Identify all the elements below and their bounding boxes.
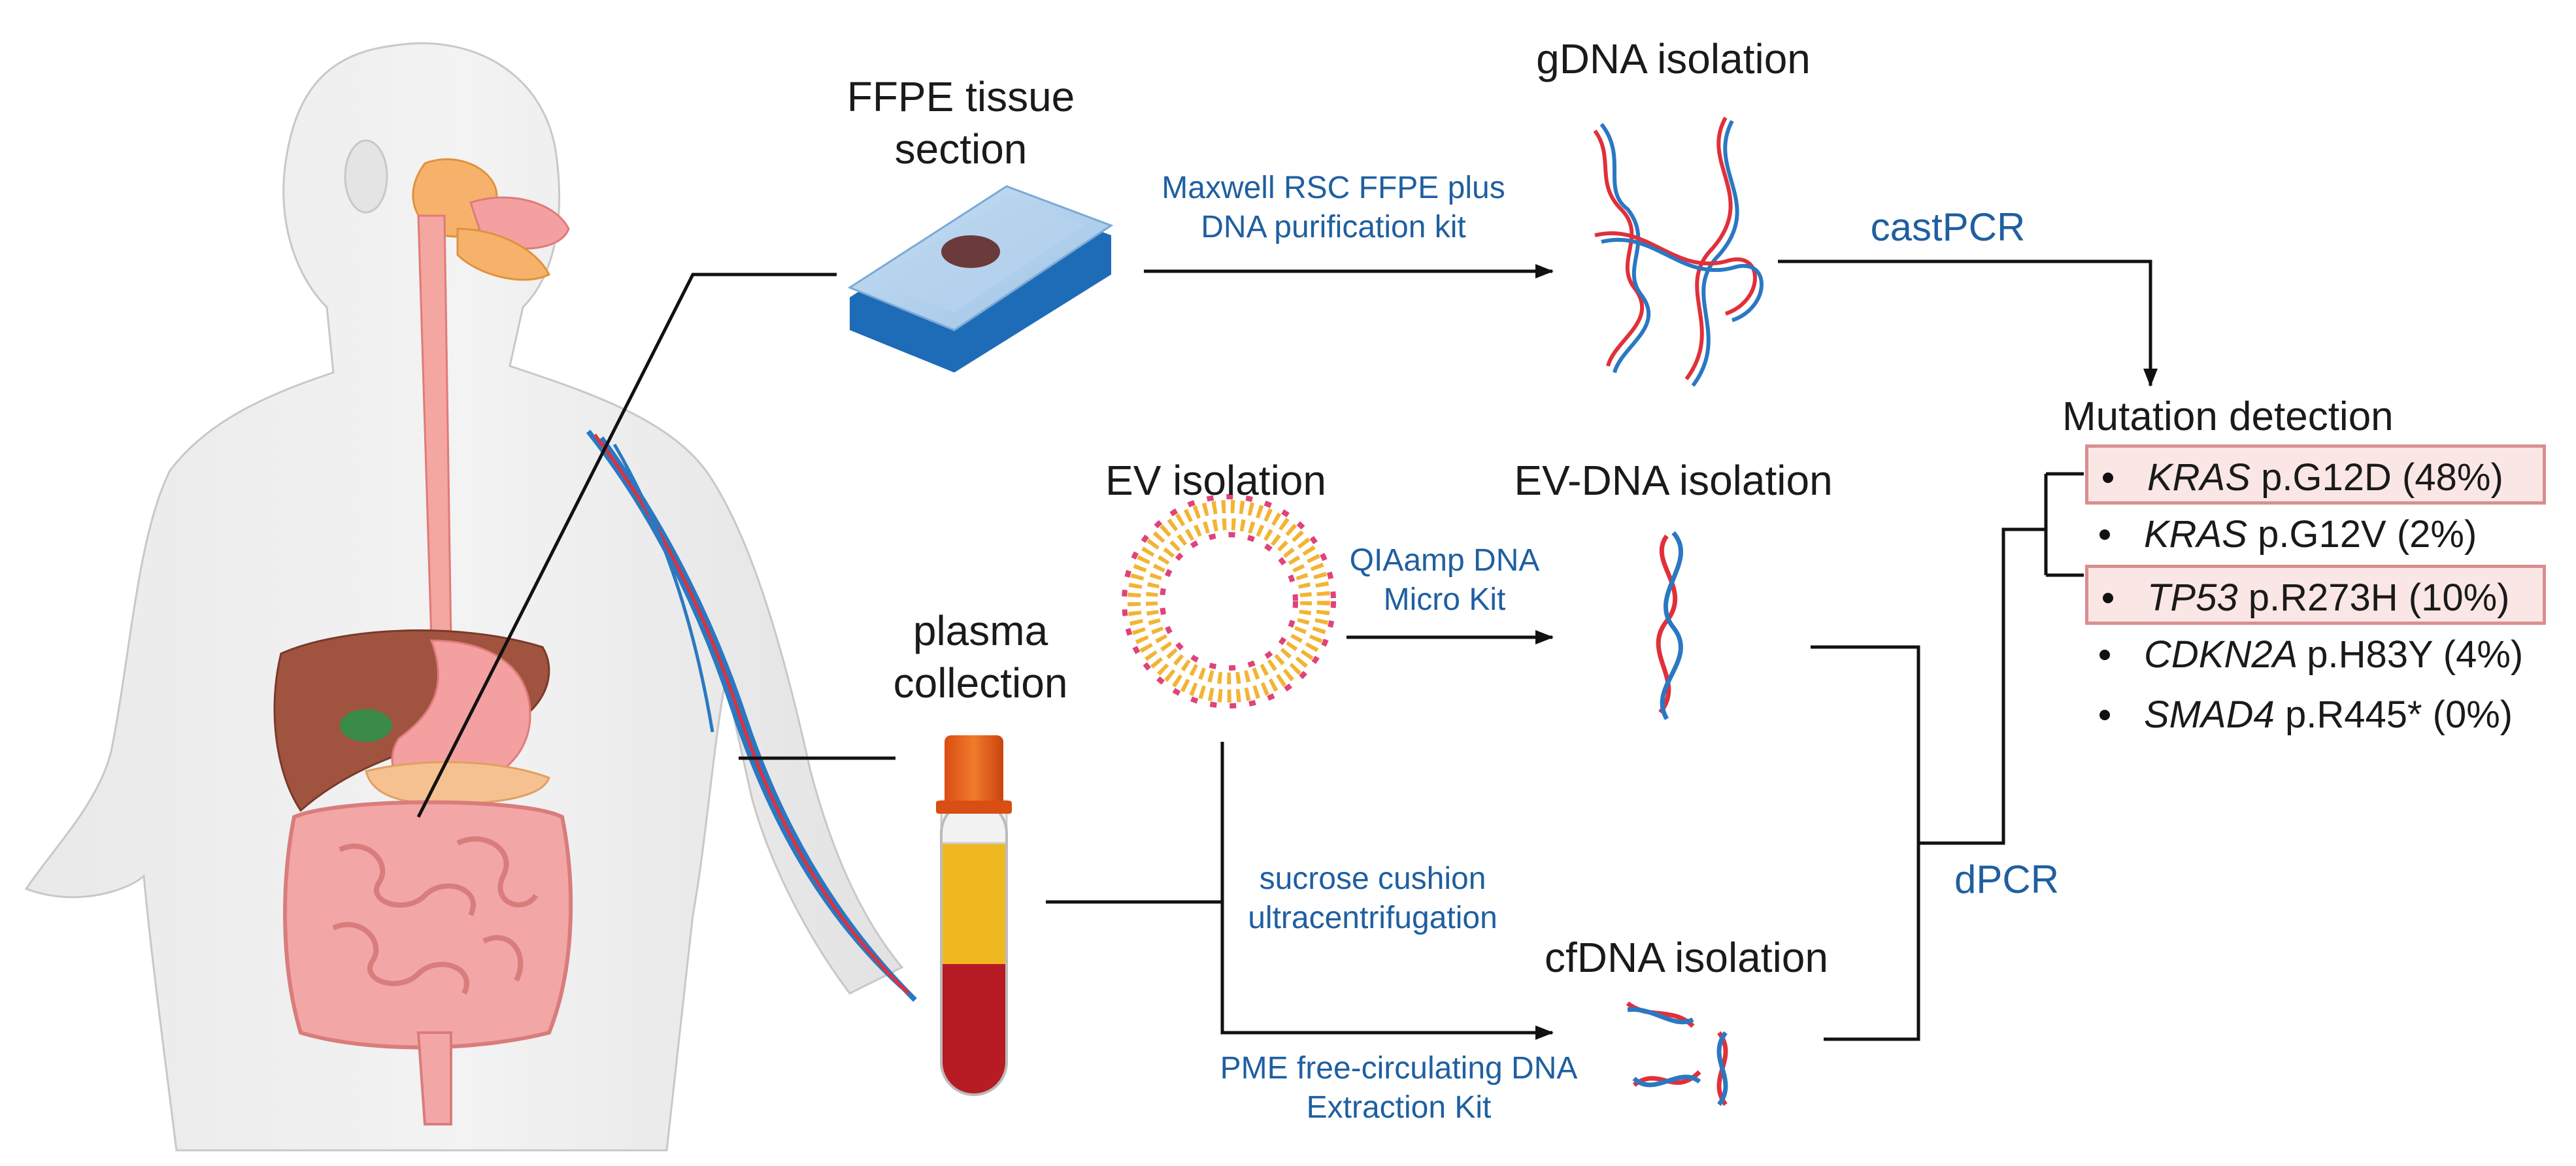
qiaamp-line2: Micro Kit — [1383, 582, 1506, 617]
human-anatomy-illustration — [24, 42, 917, 1152]
mutation-item-smad4-r445: SMAD4 p.R445* (0%) — [2085, 685, 2546, 745]
sucrose-method-label: sucrose cushion ultracentrifugation — [1222, 859, 1523, 938]
ffpe-label-line1: FFPE tissue — [846, 73, 1075, 120]
ffpe-slide-illustration — [847, 185, 1114, 373]
evdna-strand — [1656, 531, 1684, 720]
gdna-strands — [1593, 116, 1764, 387]
bullet-icon — [2099, 710, 2110, 720]
mutation-gene: KRAS — [2147, 456, 2262, 499]
ev-vesicle-illustration — [1122, 494, 1336, 708]
mutation-item-kras-g12v: KRAS p.G12V (2%) — [2085, 505, 2546, 565]
maxwell-line2: DNA purification kit — [1201, 210, 1466, 244]
connector-lines — [416, 259, 2158, 1041]
plasma-label-line1: plasma — [912, 607, 1048, 654]
pme-line2: Extraction Kit — [1306, 1090, 1492, 1125]
mutation-gene: KRAS — [2144, 513, 2258, 556]
mutation-change: p.R445* (0%) — [2284, 693, 2513, 736]
ffpe-label: FFPE tissue section — [817, 71, 1105, 175]
bullet-icon — [2099, 529, 2110, 540]
qiaamp-method-label: QIAamp DNA Micro Kit — [1307, 541, 1582, 620]
pme-method-label: PME free-circulating DNA Extraction Kit — [1177, 1049, 1621, 1127]
castpcr-label: castPCR — [1870, 205, 2026, 249]
sucrose-line2: ultracentrifugation — [1248, 901, 1497, 935]
mutation-detection-title: Mutation detection — [2062, 394, 2394, 439]
plasma-label: plasma collection — [843, 605, 1118, 709]
gdna-label: gDNA isolation — [1536, 35, 1811, 82]
plasma-label-line2: collection — [893, 659, 1068, 707]
cfdna-isolation-label: cfDNA isolation — [1545, 934, 1828, 981]
mutation-change: p.R273H (10%) — [2248, 576, 2510, 619]
bullet-icon — [2099, 650, 2110, 660]
mutation-change: p.H83Y (4%) — [2307, 633, 2524, 676]
bullet-icon — [2103, 593, 2113, 603]
mutation-list: KRAS p.G12D (48%) KRAS p.G12V (2%) TP53 … — [2085, 444, 2546, 745]
maxwell-method-label: Maxwell RSC FFPE plus DNA purification k… — [1124, 169, 1543, 247]
dpcr-label: dPCR — [1954, 858, 2060, 901]
qiaamp-line1: QIAamp DNA — [1349, 543, 1540, 578]
sucrose-line1: sucrose cushion — [1259, 861, 1486, 896]
cfdna-strands — [1626, 1001, 1728, 1107]
mutation-change: p.G12V (2%) — [2258, 513, 2477, 556]
mutation-gene: SMAD4 — [2144, 693, 2285, 736]
mutation-item-cdkn2a-h83y: CDKN2A p.H83Y (4%) — [2085, 625, 2546, 685]
mutation-item-tp53-r273h: TP53 p.R273H (10%) — [2085, 565, 2546, 625]
bullet-icon — [2103, 473, 2113, 483]
pme-line1: PME free-circulating DNA — [1220, 1051, 1578, 1086]
evdna-isolation-label: EV-DNA isolation — [1514, 457, 1833, 504]
ffpe-label-line2: section — [894, 125, 1028, 173]
mutation-gene: TP53 — [2147, 576, 2249, 619]
blood-tube-illustration — [936, 735, 1012, 1096]
mutation-change: p.G12D (48%) — [2261, 456, 2503, 499]
mutation-gene: CDKN2A — [2144, 633, 2307, 676]
ev-isolation-label: EV isolation — [1105, 457, 1326, 504]
mutation-item-kras-g12d: KRAS p.G12D (48%) — [2085, 444, 2546, 505]
maxwell-line1: Maxwell RSC FFPE plus — [1162, 171, 1505, 205]
